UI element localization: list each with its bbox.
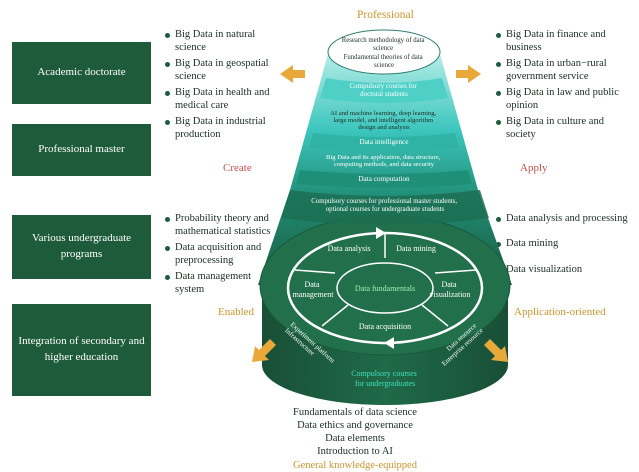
- application-oriented-label: Application-oriented: [514, 306, 606, 318]
- list-item: Data acquisition and preprocessing: [165, 241, 280, 268]
- bottom-general-label: General knowledge-equipped: [293, 459, 417, 471]
- doctoral-courses-line: Compulsory courses for: [349, 82, 417, 90]
- bullet-icon: [496, 90, 501, 96]
- master-courses-line: optional courses for undergraduate stude…: [326, 206, 445, 213]
- list-item: Big Data in industrial production: [165, 115, 277, 142]
- list-item: Data management system: [165, 270, 280, 297]
- top-ellipse: [327, 29, 441, 75]
- intelligence-band: [309, 133, 459, 152]
- data-visualization-line: visualization: [430, 290, 471, 299]
- level-label: Integration of secondary and higher educ…: [18, 335, 145, 363]
- ring-divider: [321, 304, 349, 327]
- bottom-item: Data ethics and governance: [297, 420, 413, 432]
- level-label: Academic doctorate: [37, 66, 126, 79]
- arrow-left-bottom-icon: [252, 339, 276, 362]
- list-item: Big Data in law and public opinion: [496, 86, 632, 113]
- data-visualization-line: Data: [441, 280, 457, 289]
- list-item: Big Data in geospatial science: [165, 57, 277, 84]
- level-professional-master: Professional master: [12, 124, 151, 176]
- ring-arrow-bottom-icon: [384, 337, 394, 349]
- ring-divider: [434, 269, 477, 274]
- apply-label: Apply: [520, 162, 548, 174]
- data-acquisition-label: Data acquisition: [359, 322, 411, 331]
- left-doctorate-list: Big Data in natural science Big Data in …: [165, 28, 277, 144]
- top-line: science: [374, 62, 394, 69]
- master-courses-line: Compulsory courses for professional mast…: [311, 198, 457, 205]
- computation-band: [296, 170, 472, 188]
- bottom-item: Fundamentals of data science: [293, 407, 417, 418]
- bullet-icon: [165, 61, 170, 67]
- ai-line: large model, and intelligent algorithm: [333, 117, 434, 124]
- svg-text:Compulsory courses for profess: Compulsory courses for professional mast…: [311, 198, 458, 213]
- bullet-icon: [165, 33, 170, 38]
- level-undergraduate-programs: Various undergraduate programs: [12, 215, 151, 279]
- top-line: Research methodology of data: [342, 37, 425, 44]
- bullet-icon: [165, 217, 170, 222]
- top-label-professional: Professional: [357, 9, 414, 21]
- list-item: Big Data in natural science: [165, 28, 277, 55]
- bullet-icon: [165, 245, 170, 251]
- data-mining-label: Data mining: [396, 244, 436, 253]
- level-academic-doctorate: Academic doctorate: [12, 42, 151, 104]
- ring-divider: [421, 304, 449, 327]
- list-item: Big Data in culture and society: [496, 115, 632, 142]
- bullet-icon: [496, 61, 501, 67]
- fundamentals-core: [336, 262, 434, 314]
- ai-line: AI and machine learning, deep learning,: [330, 110, 436, 117]
- ai-line: design and analysis: [358, 124, 410, 131]
- undergrad-courses-line: for undergraduates: [355, 379, 415, 388]
- create-label: Create: [223, 162, 252, 174]
- bottom-item: Introduction to AI: [317, 446, 393, 458]
- svg-text:Compulsory courses for d: Compulsory courses for doctoral students: [349, 82, 418, 98]
- data-analysis-label: Data analysis: [328, 244, 371, 253]
- bullet-icon: [165, 119, 170, 125]
- enabled-label: Enabled: [218, 306, 255, 318]
- level-label: Various undergraduate programs: [31, 232, 132, 260]
- bullet-icon: [165, 90, 170, 96]
- svg-text:Compulsory courses for u: Compulsory courses for undergraduates: [351, 369, 419, 388]
- data-intelligence-label: Data intelligence: [360, 138, 409, 146]
- bullet-icon: [165, 274, 170, 280]
- bottom-item: Data elements: [325, 433, 385, 445]
- svg-text:Research methodology of data: Research methodology of data science Fun…: [342, 37, 427, 69]
- arrow-right-bottom-icon: [484, 339, 508, 362]
- bullet-icon: [496, 119, 501, 125]
- list-item: Big Data in urban−rural government servi…: [496, 57, 632, 84]
- ring-divider: [294, 269, 336, 274]
- top-line: science: [373, 45, 393, 52]
- level-label: Professional master: [38, 143, 125, 156]
- doctoral-band: [320, 78, 448, 103]
- list-item: Probability theory and mathematical stat…: [165, 212, 280, 239]
- list-item: Data mining: [496, 237, 636, 250]
- arrow-left-top-icon: [280, 65, 305, 83]
- doctoral-courses-line: doctoral students: [360, 90, 408, 98]
- bigdata-line: Big Data and its application, data struc…: [326, 154, 441, 161]
- left-undergrad-list: Probability theory and mathematical stat…: [165, 212, 280, 299]
- svg-text:AI and machine learning, deep: AI and machine learning, deep learning, …: [330, 110, 438, 131]
- bullet-icon: [496, 217, 501, 222]
- list-item: Big Data in finance and business: [496, 28, 632, 55]
- bullet-icon: [496, 242, 501, 248]
- top-line: Fundamental theories of data: [344, 54, 423, 61]
- bottom-general-list: Fundamentals of data science Data ethics…: [255, 406, 455, 472]
- svg-text:Data visualization: Data visualization: [430, 280, 471, 299]
- ring-arrow-top-icon: [376, 227, 386, 239]
- arrow-right-top-icon: [456, 65, 481, 83]
- data-fundamentals-label: Data fundamentals: [355, 284, 415, 293]
- bigdata-line: computing methods, and data security: [334, 161, 435, 168]
- svg-text:Big Data and its application,: Big Data and its application, data struc…: [326, 154, 442, 168]
- list-item: Data analysis and processing: [496, 212, 636, 225]
- undergrad-courses-line: Compulsory courses: [351, 369, 417, 378]
- data-management-line: Data: [304, 280, 320, 289]
- bullet-icon: [496, 33, 501, 38]
- data-management-line: management: [293, 290, 335, 299]
- svg-text:Data management: Data management: [293, 280, 335, 299]
- data-computation-label: Data computation: [358, 175, 410, 183]
- right-doctorate-list: Big Data in finance and business Big Dat…: [496, 28, 632, 144]
- list-item: Big Data in health and medical care: [165, 86, 277, 113]
- master-band: [281, 190, 489, 225]
- level-secondary-higher-integration: Integration of secondary and higher educ…: [12, 304, 151, 396]
